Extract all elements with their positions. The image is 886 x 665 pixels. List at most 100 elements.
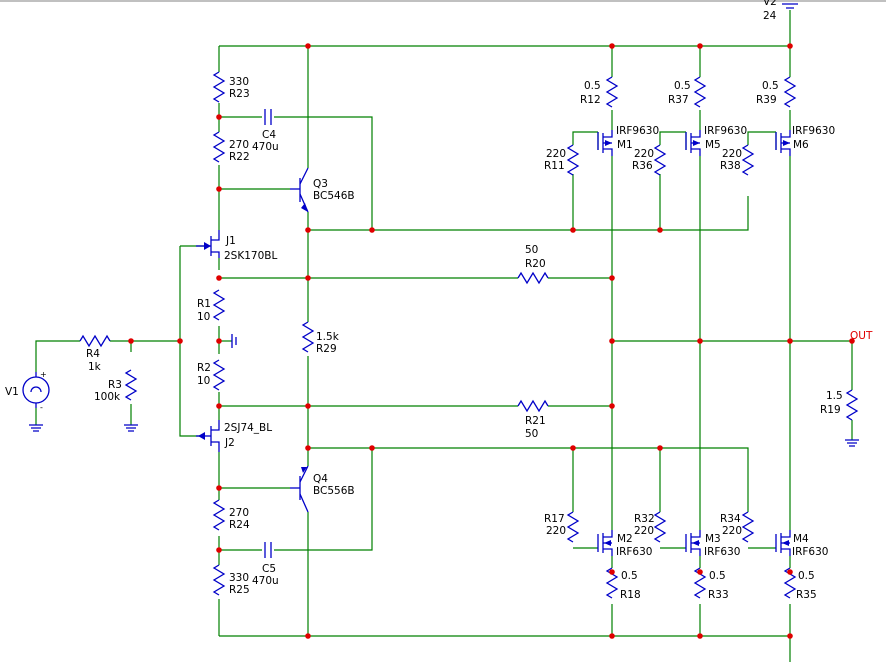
- r24-ref: R24: [229, 519, 250, 531]
- q3-ref: Q3: [313, 178, 328, 190]
- r19-symbol: [845, 389, 859, 421]
- r29-value: 1.5k: [316, 331, 340, 343]
- wires: [35, 10, 853, 662]
- r4-value: 1k: [88, 361, 102, 373]
- v1-minus: -: [40, 403, 43, 412]
- v1-ref: V1: [5, 386, 19, 398]
- bjt-q3: [290, 167, 309, 213]
- q3-value: BC546B: [313, 190, 355, 202]
- r29-ref: R29: [316, 343, 337, 355]
- r1-ref: R1: [197, 298, 211, 310]
- r1-value: 10: [197, 311, 210, 323]
- r34-value: 220: [722, 525, 742, 537]
- m1-value: IRF9630: [616, 125, 659, 137]
- v1-plus: +: [40, 370, 47, 379]
- r17-ref: R17: [544, 513, 565, 525]
- r18-symbol: [605, 567, 619, 599]
- r4-ref: R4: [86, 348, 100, 360]
- resistors: [79, 71, 859, 599]
- r3-symbol: [124, 369, 138, 401]
- r35-ref: R35: [796, 589, 817, 601]
- jfet-j2: [196, 420, 220, 452]
- r24-symbol: [212, 499, 226, 531]
- bjt-q4: [290, 465, 309, 513]
- c5-value: 470u: [252, 575, 279, 587]
- r34-ref: R34: [720, 513, 741, 525]
- r39-symbol: [783, 76, 797, 108]
- r25-value: 330: [229, 572, 249, 584]
- capacitors: [264, 109, 272, 558]
- m2-value: IRF630: [616, 546, 652, 558]
- mosfet-m4: [775, 530, 791, 556]
- m2-ref: M2: [617, 533, 633, 545]
- r3-value: 100k: [94, 391, 121, 403]
- r38-symbol: [741, 144, 755, 176]
- r33-symbol: [693, 567, 707, 599]
- r22-symbol: [212, 131, 226, 163]
- c5-ref: C5: [262, 563, 276, 575]
- r35-symbol: [783, 567, 797, 599]
- r12-value: 0.5: [584, 80, 601, 92]
- r2-value: 10: [197, 375, 210, 387]
- labels: V2 24 330 R23 270 R22 C4 470u Q3 BC546B …: [5, 0, 873, 601]
- r36-ref: R36: [632, 160, 653, 172]
- m4-ref: M4: [793, 533, 809, 545]
- c4-symbol: [264, 109, 272, 125]
- r32-symbol: [653, 511, 667, 543]
- r25-ref: R25: [229, 584, 250, 596]
- r21-symbol: [517, 399, 549, 413]
- m4-value: IRF630: [792, 546, 828, 558]
- q4-value: BC556B: [313, 485, 355, 497]
- r12-symbol: [605, 76, 619, 108]
- v1-source: [22, 372, 50, 408]
- r20-value: 50: [525, 244, 538, 256]
- r17-symbol: [566, 511, 580, 543]
- r20-symbol: [517, 271, 549, 285]
- r20-ref: R20: [525, 258, 546, 270]
- mosfet-m1: [597, 130, 613, 156]
- m3-value: IRF630: [704, 546, 740, 558]
- mosfet-m5: [685, 130, 701, 156]
- m1-ref: M1: [617, 139, 633, 151]
- r18-value: 0.5: [621, 570, 638, 582]
- jfet-j1: [196, 230, 220, 258]
- r38-ref: R38: [720, 160, 741, 172]
- r19-value: 1.5: [826, 390, 843, 402]
- m6-ref: M6: [793, 139, 809, 151]
- m6-value: IRF9630: [792, 125, 835, 137]
- r35-value: 0.5: [798, 570, 815, 582]
- r39-ref: R39: [756, 94, 777, 106]
- r37-ref: R37: [668, 94, 689, 106]
- r38-value: 220: [722, 148, 742, 160]
- v2-value: 24: [763, 10, 777, 22]
- r39-value: 0.5: [762, 80, 779, 92]
- r21-value: 50: [525, 428, 538, 440]
- r22-value: 270: [229, 139, 249, 151]
- r29-symbol: [301, 321, 315, 353]
- output-label: OUT: [850, 330, 873, 342]
- r23-ref: R23: [229, 88, 250, 100]
- r22-ref: R22: [229, 151, 250, 163]
- c5-symbol: [264, 542, 272, 558]
- r36-value: 220: [634, 148, 654, 160]
- r21-ref: R21: [525, 415, 546, 427]
- r2-ref: R2: [197, 362, 211, 374]
- r11-value: 220: [546, 148, 566, 160]
- r23-symbol: [212, 71, 226, 103]
- j1-ref: J1: [225, 235, 236, 247]
- j1-value: 2SK170BL: [224, 250, 277, 262]
- r2-symbol: [212, 359, 226, 391]
- r4-symbol: [79, 334, 111, 348]
- j2-value: 2SJ74_BL: [224, 422, 272, 434]
- r37-value: 0.5: [674, 80, 691, 92]
- v2-source: [782, 3, 798, 9]
- junction-dots: [128, 43, 855, 639]
- r1-symbol: [212, 289, 226, 321]
- r18-ref: R18: [620, 589, 641, 601]
- m5-ref: M5: [705, 139, 721, 151]
- r33-value: 0.5: [709, 570, 726, 582]
- r23-value: 330: [229, 76, 249, 88]
- m5-value: IRF9630: [704, 125, 747, 137]
- r19-ref: R19: [820, 404, 841, 416]
